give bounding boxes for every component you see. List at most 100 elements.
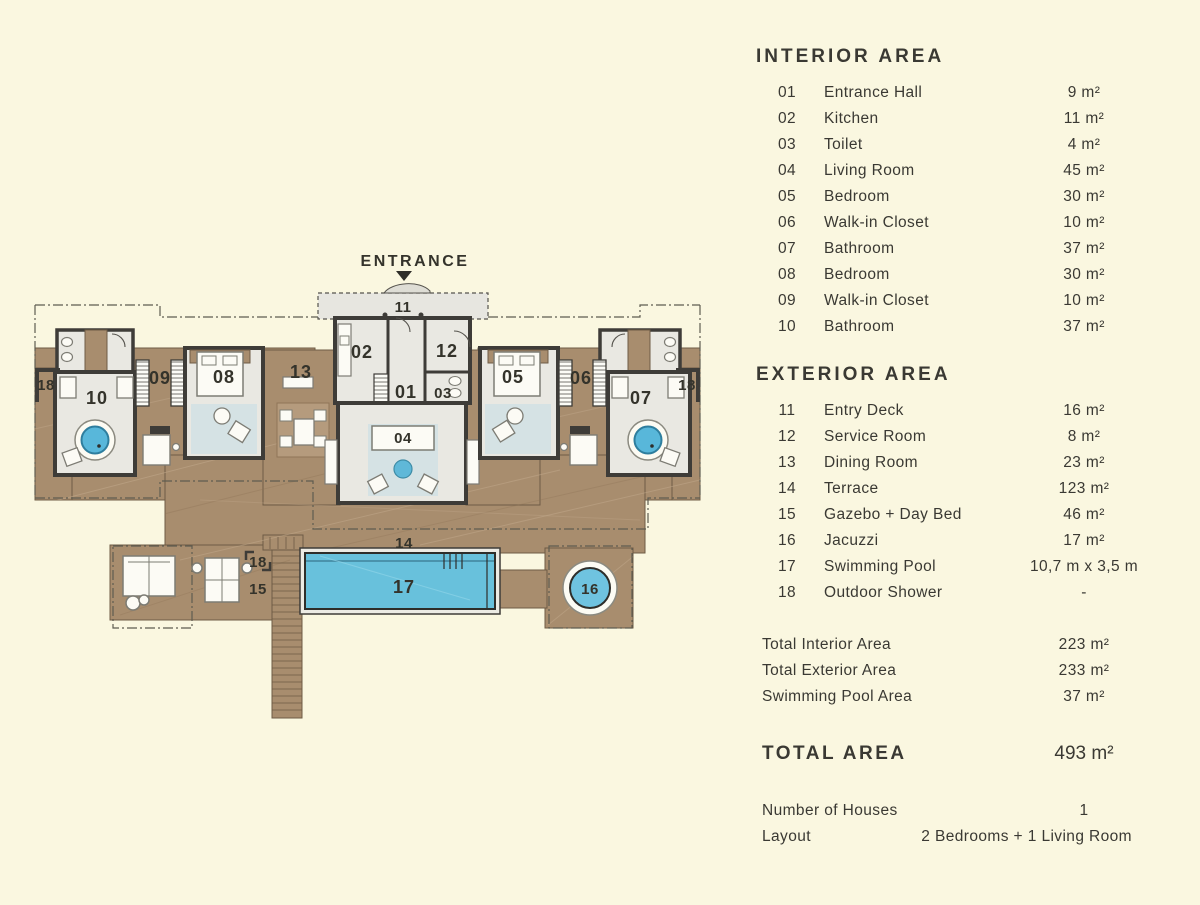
door-arc	[453, 330, 471, 348]
row-num: 05	[777, 188, 797, 205]
pool-water	[304, 552, 496, 610]
label-12: 12	[436, 341, 458, 361]
gazebo-furniture	[122, 555, 253, 611]
row-value: 123 m²	[1058, 480, 1110, 497]
vanity	[667, 376, 685, 399]
total-value: 223 m²	[1058, 636, 1110, 653]
wardrobe	[135, 359, 150, 407]
vanity	[59, 376, 77, 399]
chair	[279, 409, 293, 422]
legend-row: 10 Bathroom 37 m²	[742, 314, 1182, 340]
total-area-value: 493 m²	[1054, 743, 1114, 764]
chair	[279, 435, 293, 448]
row-value: 8 m²	[1067, 428, 1101, 445]
label-16: 16	[581, 581, 599, 598]
legend-row: 01 Entrance Hall 9 m²	[742, 80, 1182, 106]
bathroom-10	[53, 370, 137, 477]
total-row: Total Exterior Area 233 m²	[742, 658, 1182, 684]
label-14: 14	[395, 535, 413, 552]
row-name: Bedroom	[824, 188, 890, 205]
row-num: 14	[777, 480, 797, 497]
washer	[569, 434, 598, 466]
jacuzzi	[562, 560, 618, 616]
annex-left	[55, 328, 135, 376]
label-05: 05	[502, 367, 524, 387]
row-name: Terrace	[824, 480, 879, 497]
row-name: Service Room	[824, 428, 927, 445]
dining-table	[293, 418, 315, 446]
total-area-row: TOTAL AREA 493 m²	[742, 740, 1182, 768]
row-name: Outdoor Shower	[824, 584, 943, 601]
row-num: 07	[777, 240, 797, 257]
total-row: Total Interior Area 223 m²	[742, 632, 1182, 658]
total-area-label: TOTAL AREA	[762, 743, 907, 764]
row-name: Gazebo + Day Bed	[824, 506, 962, 523]
chair	[313, 435, 327, 448]
label-09: 09	[149, 368, 171, 388]
label-18-left: 18	[37, 377, 55, 394]
row-name: Swimming Pool	[824, 558, 937, 575]
row-num: 13	[777, 454, 797, 471]
closet-06	[558, 359, 607, 466]
washer	[142, 434, 171, 466]
info-label: Number of Houses	[762, 802, 898, 819]
wall-stub	[150, 426, 170, 434]
dining-13	[276, 376, 330, 458]
wc-fixture	[663, 336, 677, 348]
chair	[227, 419, 252, 444]
label-07: 07	[630, 388, 652, 408]
gazebo-boundary	[112, 545, 193, 629]
jetty-steps	[262, 534, 304, 551]
sofa	[371, 425, 435, 451]
info-value: 2 Bedrooms + 1 Living Room	[921, 828, 1132, 845]
label-18-gazebo: 18	[249, 554, 267, 571]
label-18-right: 18	[678, 377, 696, 394]
wc-fixture	[60, 351, 74, 363]
vanity	[116, 376, 134, 399]
legend-row: 03 Toilet 4 m²	[742, 132, 1182, 158]
bathroom-07	[606, 370, 692, 477]
row-value: 45 m²	[1063, 162, 1105, 179]
row-value: 30 m²	[1063, 266, 1105, 283]
row-num: 01	[777, 84, 797, 101]
info-value: 1	[1079, 802, 1089, 819]
toilet-fixture	[448, 387, 462, 399]
label-13: 13	[290, 362, 312, 382]
row-value: 10 m²	[1063, 214, 1105, 231]
coffee-table	[393, 459, 413, 479]
row-value: 4 m²	[1067, 136, 1101, 153]
row-num: 12	[777, 428, 797, 445]
row-value: 10,7 m x 3,5 m	[1029, 558, 1139, 575]
toilet-fixture	[448, 375, 462, 387]
total-label: Swimming Pool Area	[762, 688, 913, 705]
row-name: Bathroom	[824, 240, 895, 257]
wc-fixture	[663, 351, 677, 363]
exterior-area-title: EXTERIOR AREA	[756, 364, 951, 385]
row-name: Bedroom	[824, 266, 890, 283]
console	[466, 439, 480, 485]
wall-stub	[570, 426, 590, 434]
floor-plan-panel: ENTRANCE 18 10 09 08 13 02 11 12 01 03 0…	[34, 253, 701, 719]
annex-right	[598, 328, 682, 376]
legend-row: 04 Living Room 45 m²	[742, 158, 1182, 184]
row-name: Toilet	[824, 136, 863, 153]
chair	[213, 407, 231, 425]
total-row: Swimming Pool Area 37 m²	[742, 684, 1182, 710]
legend-row: 13 Dining Room 23 m²	[742, 450, 1182, 476]
chair	[61, 446, 83, 468]
row-name: Jacuzzi	[824, 532, 879, 549]
total-value: 37 m²	[1063, 688, 1105, 705]
legend-row: 08 Bedroom 30 m²	[742, 262, 1182, 288]
label-03: 03	[434, 385, 452, 402]
legend-row: 16 Jacuzzi 17 m²	[742, 528, 1182, 554]
label-04: 04	[394, 430, 412, 447]
row-num: 11	[778, 402, 796, 419]
console	[324, 439, 338, 485]
area-legend: INTERIOR AREA 01 Entrance Hall 9 m² 02 K…	[742, 46, 1182, 850]
door-arc	[111, 333, 126, 348]
living-room-04	[324, 401, 480, 505]
legend-row: 07 Bathroom 37 m²	[742, 236, 1182, 262]
pool-walkway	[496, 569, 548, 609]
label-10: 10	[86, 388, 108, 408]
vanity	[611, 376, 629, 399]
